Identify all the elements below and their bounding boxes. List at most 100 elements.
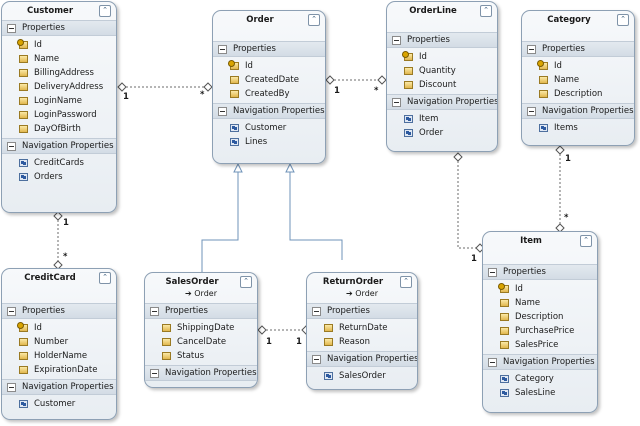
collapse-section-icon[interactable] (150, 307, 159, 316)
property-id[interactable]: Id (213, 59, 325, 73)
collapse-section-icon[interactable] (7, 307, 16, 316)
nav-sales-line[interactable]: SalesLine (483, 386, 597, 400)
collapse-section-icon[interactable] (7, 142, 16, 151)
navigation-section[interactable]: Navigation Properties (483, 354, 597, 370)
property-day-of-birth[interactable]: DayOfBirth (2, 122, 116, 136)
property-expiration-date[interactable]: ExpirationDate (2, 363, 116, 377)
property-number[interactable]: Number (2, 335, 116, 349)
property-sales-price[interactable]: SalesPrice (483, 338, 597, 352)
property-delivery-address[interactable]: DeliveryAddress (2, 80, 116, 94)
collapse-button[interactable]: ⌃ (617, 14, 629, 26)
properties-section[interactable]: Properties (522, 41, 634, 57)
collapse-button[interactable]: ⌃ (308, 14, 320, 26)
entity-category[interactable]: Category ⌃ Properties Id Name Descriptio… (521, 10, 635, 146)
nav-order[interactable]: Order (387, 126, 497, 140)
property-status[interactable]: Status (145, 349, 257, 363)
collapse-section-icon[interactable] (312, 355, 321, 364)
entity-item[interactable]: Item ⌃ Properties Id Name Description Pu… (482, 231, 598, 413)
navigation-property-icon (500, 389, 509, 397)
property-return-date[interactable]: ReturnDate (307, 321, 417, 335)
property-reason[interactable]: Reason (307, 335, 417, 349)
property-purchase-price[interactable]: PurchasePrice (483, 324, 597, 338)
nav-customer[interactable]: Customer (2, 397, 116, 411)
nav-credit-cards[interactable]: CreditCards (2, 156, 116, 170)
property-login-name[interactable]: LoginName (2, 94, 116, 108)
diamond-customer-order-right (203, 82, 213, 92)
navigation-section[interactable]: Navigation Properties (145, 365, 257, 381)
property-holder-name[interactable]: HolderName (2, 349, 116, 363)
properties-section[interactable]: Properties (2, 303, 116, 319)
property-id[interactable]: Id (483, 282, 597, 296)
property-name[interactable]: Name (2, 52, 116, 66)
collapse-section-icon[interactable] (150, 369, 159, 378)
property-description[interactable]: Description (522, 87, 634, 101)
property-icon (19, 366, 28, 374)
collapse-button[interactable]: ⌃ (480, 5, 492, 17)
nav-category[interactable]: Category (483, 372, 597, 386)
collapse-section-icon[interactable] (488, 268, 497, 277)
property-discount[interactable]: Discount (387, 78, 497, 92)
property-name[interactable]: Name (483, 296, 597, 310)
nav-sales-order[interactable]: SalesOrder (307, 369, 417, 383)
diamond-customer-creditcard-top (53, 211, 63, 221)
property-id[interactable]: Id (2, 321, 116, 335)
collapse-section-icon[interactable] (488, 358, 497, 367)
entity-name: SalesOrder (165, 277, 219, 287)
property-billing-address[interactable]: BillingAddress (2, 66, 116, 80)
nav-customer[interactable]: Customer (213, 121, 325, 135)
property-id[interactable]: Id (2, 38, 116, 52)
entity-order[interactable]: Order ⌃ Properties Id CreatedDate Create… (212, 10, 326, 164)
entity-customer[interactable]: Customer ⌃ Properties Id Name BillingAdd… (1, 1, 117, 213)
collapse-section-icon[interactable] (392, 98, 401, 107)
properties-section[interactable]: Properties (483, 264, 597, 280)
property-id[interactable]: Id (387, 50, 497, 64)
property-id[interactable]: Id (522, 59, 634, 73)
entity-returnorder[interactable]: ReturnOrder ➔ Order ⌃ Properties ReturnD… (306, 272, 418, 390)
property-login-password[interactable]: LoginPassword (2, 108, 116, 122)
collapse-button[interactable]: ⌃ (99, 5, 111, 17)
properties-section[interactable]: Properties (307, 303, 417, 319)
property-cancel-date[interactable]: CancelDate (145, 335, 257, 349)
collapse-section-icon[interactable] (7, 383, 16, 392)
nav-orders[interactable]: Orders (2, 170, 116, 184)
entity-orderline[interactable]: OrderLine ⌃ Properties Id Quantity Disco… (386, 1, 498, 152)
entity-name: ReturnOrder (322, 277, 384, 287)
collapse-button[interactable]: ⌃ (400, 276, 412, 288)
key-property-icon (17, 322, 28, 332)
collapse-section-icon[interactable] (218, 45, 227, 54)
navigation-section[interactable]: Navigation Properties (213, 103, 325, 119)
collapse-section-icon[interactable] (392, 36, 401, 45)
collapse-section-icon[interactable] (218, 107, 227, 116)
navigation-section[interactable]: Navigation Properties (2, 379, 116, 395)
nav-item[interactable]: Item (387, 112, 497, 126)
multiplicity-label: 1 (266, 337, 272, 347)
entity-salesorder[interactable]: SalesOrder ➔ Order ⌃ Properties Shipping… (144, 272, 258, 388)
collapse-section-icon[interactable] (527, 107, 536, 116)
nav-lines[interactable]: Lines (213, 135, 325, 149)
collapse-button[interactable]: ⌃ (240, 276, 252, 288)
properties-section[interactable]: Properties (213, 41, 325, 57)
multiplicity-label: * (63, 252, 68, 262)
collapse-button[interactable]: ⌃ (580, 235, 592, 247)
navigation-section[interactable]: Navigation Properties (2, 138, 116, 154)
navigation-section[interactable]: Navigation Properties (387, 94, 497, 110)
property-created-date[interactable]: CreatedDate (213, 73, 325, 87)
collapse-section-icon[interactable] (312, 307, 321, 316)
entity-creditcard[interactable]: CreditCard ⌃ Properties Id Number Holder… (1, 268, 117, 420)
collapse-section-icon[interactable] (7, 24, 16, 33)
nav-items[interactable]: Items (522, 121, 634, 135)
property-icon (162, 352, 171, 360)
multiplicity-label: 1 (123, 92, 129, 102)
property-quantity[interactable]: Quantity (387, 64, 497, 78)
navigation-section[interactable]: Navigation Properties (307, 351, 417, 367)
property-description[interactable]: Description (483, 310, 597, 324)
property-created-by[interactable]: CreatedBy (213, 87, 325, 101)
properties-section[interactable]: Properties (387, 32, 497, 48)
navigation-section[interactable]: Navigation Properties (522, 103, 634, 119)
property-shipping-date[interactable]: ShippingDate (145, 321, 257, 335)
properties-section[interactable]: Properties (145, 303, 257, 319)
collapse-button[interactable]: ⌃ (99, 272, 111, 284)
collapse-section-icon[interactable] (527, 45, 536, 54)
properties-section[interactable]: Properties (2, 20, 116, 36)
property-name[interactable]: Name (522, 73, 634, 87)
